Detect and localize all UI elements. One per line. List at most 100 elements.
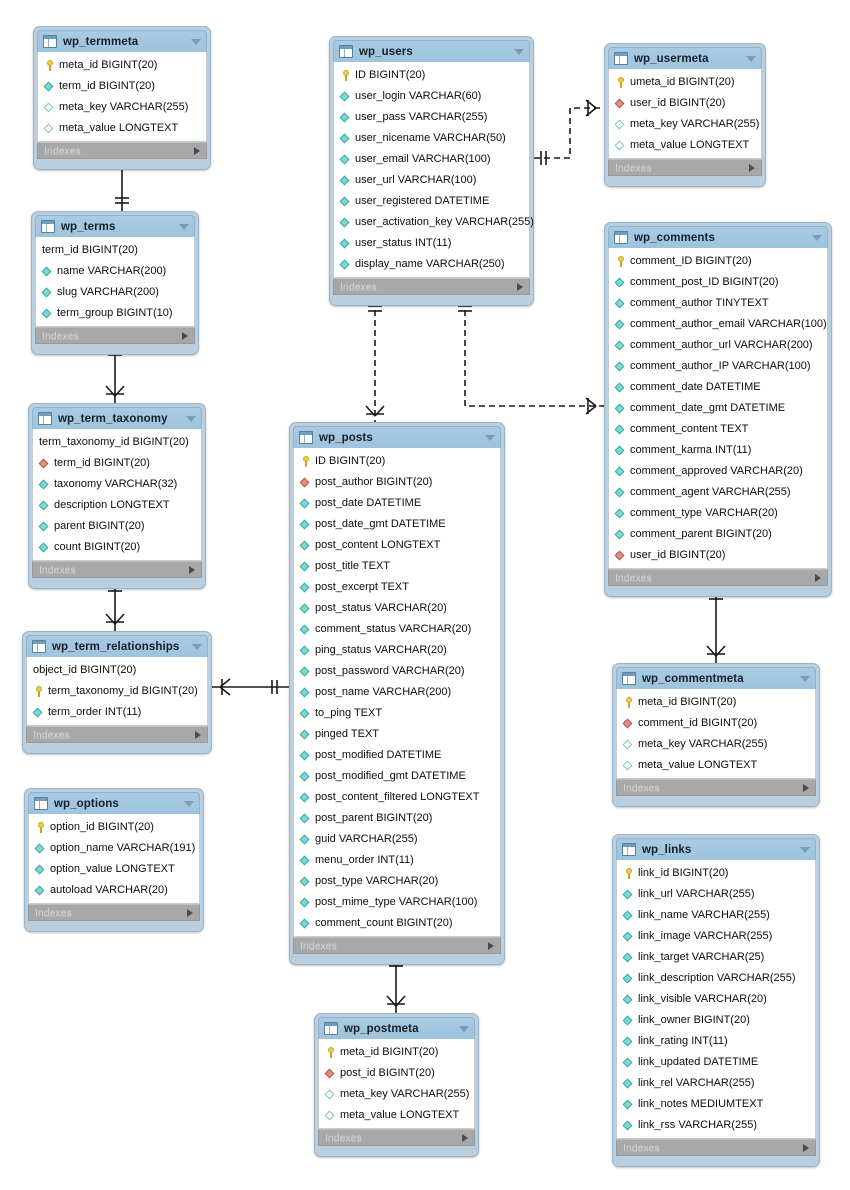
column-row[interactable]: post_password VARCHAR(20) <box>294 661 500 682</box>
column-row[interactable]: link_rating INT(11) <box>617 1031 815 1052</box>
column-row[interactable]: comment_parent BIGINT(20) <box>609 524 827 545</box>
column-row[interactable]: user_id BIGINT(20) <box>609 545 827 566</box>
column-row[interactable]: comment_approved VARCHAR(20) <box>609 461 827 482</box>
column-row[interactable]: object_id BIGINT(20) <box>27 660 207 681</box>
expand-right-arrow-icon[interactable] <box>187 908 193 917</box>
column-row[interactable]: option_value LONGTEXT <box>29 859 199 880</box>
column-row[interactable]: taxonomy VARCHAR(32) <box>33 474 201 495</box>
column-row[interactable]: menu_order INT(11) <box>294 850 500 871</box>
column-row[interactable]: comment_agent VARCHAR(255) <box>609 482 827 503</box>
column-row[interactable]: meta_id BIGINT(20) <box>38 55 206 76</box>
indexes-section-wp-commentmeta[interactable]: Indexes <box>616 779 816 796</box>
column-row[interactable]: pinged TEXT <box>294 724 500 745</box>
column-row[interactable]: term_order INT(11) <box>27 702 207 723</box>
column-row[interactable]: user_email VARCHAR(100) <box>334 149 529 170</box>
column-row[interactable]: user_pass VARCHAR(255) <box>334 107 529 128</box>
column-row[interactable]: meta_value LONGTEXT <box>617 755 815 776</box>
column-row[interactable]: link_owner BIGINT(20) <box>617 1010 815 1031</box>
column-row[interactable]: term_group BIGINT(10) <box>36 303 194 324</box>
chevron-down-icon[interactable] <box>186 415 196 422</box>
column-row[interactable]: parent BIGINT(20) <box>33 516 201 537</box>
column-row[interactable]: ID BIGINT(20) <box>334 65 529 86</box>
table-card-wp-users[interactable]: wp_users ID BIGINT(20)user_login VARCHAR(… <box>329 36 534 306</box>
column-row[interactable]: comment_type VARCHAR(20) <box>609 503 827 524</box>
column-row[interactable]: link_visible VARCHAR(20) <box>617 989 815 1010</box>
table-header-wp-usermeta[interactable]: wp_usermeta <box>608 47 762 69</box>
expand-right-arrow-icon[interactable] <box>182 331 188 340</box>
column-row[interactable]: post_modified DATETIME <box>294 745 500 766</box>
column-row[interactable]: term_id BIGINT(20) <box>38 76 206 97</box>
table-header-wp-termmeta[interactable]: wp_termmeta <box>37 30 207 52</box>
column-row[interactable]: meta_value LONGTEXT <box>319 1105 474 1126</box>
table-header-wp-options[interactable]: wp_options <box>28 792 200 814</box>
indexes-section-wp-posts[interactable]: Indexes <box>293 937 501 954</box>
column-row[interactable]: ID BIGINT(20) <box>294 451 500 472</box>
column-row[interactable]: comment_karma INT(11) <box>609 440 827 461</box>
table-header-wp-commentmeta[interactable]: wp_commentmeta <box>616 667 816 689</box>
table-card-wp-termmeta[interactable]: wp_termmeta meta_id BIGINT(20)term_id BIG… <box>33 26 211 170</box>
column-row[interactable]: post_status VARCHAR(20) <box>294 598 500 619</box>
table-card-wp-posts[interactable]: wp_posts ID BIGINT(20)post_author BIGINT(… <box>289 422 505 965</box>
column-row[interactable]: post_content_filtered LONGTEXT <box>294 787 500 808</box>
column-row[interactable]: term_taxonomy_id BIGINT(20) <box>33 432 201 453</box>
expand-right-arrow-icon[interactable] <box>815 573 821 582</box>
column-row[interactable]: to_ping TEXT <box>294 703 500 724</box>
column-row[interactable]: link_updated DATETIME <box>617 1052 815 1073</box>
column-row[interactable]: link_name VARCHAR(255) <box>617 905 815 926</box>
column-row[interactable]: post_name VARCHAR(200) <box>294 682 500 703</box>
chevron-down-icon[interactable] <box>746 55 756 62</box>
expand-right-arrow-icon[interactable] <box>194 146 200 155</box>
column-row[interactable]: guid VARCHAR(255) <box>294 829 500 850</box>
expand-right-arrow-icon[interactable] <box>189 565 195 574</box>
expand-right-arrow-icon[interactable] <box>517 282 523 291</box>
table-header-wp-users[interactable]: wp_users <box>333 40 530 62</box>
table-header-wp-terms[interactable]: wp_terms <box>35 215 195 237</box>
expand-right-arrow-icon[interactable] <box>488 941 494 950</box>
table-header-wp-postmeta[interactable]: wp_postmeta <box>318 1017 475 1039</box>
column-row[interactable]: meta_key VARCHAR(255) <box>609 114 761 135</box>
column-row[interactable]: meta_id BIGINT(20) <box>617 692 815 713</box>
column-row[interactable]: term_id BIGINT(20) <box>36 240 194 261</box>
expand-right-arrow-icon[interactable] <box>803 783 809 792</box>
chevron-down-icon[interactable] <box>179 223 189 230</box>
column-row[interactable]: comment_id BIGINT(20) <box>617 713 815 734</box>
column-row[interactable]: user_url VARCHAR(100) <box>334 170 529 191</box>
column-row[interactable]: post_author BIGINT(20) <box>294 472 500 493</box>
column-row[interactable]: ping_status VARCHAR(20) <box>294 640 500 661</box>
column-row[interactable]: meta_key VARCHAR(255) <box>617 734 815 755</box>
indexes-section-wp-postmeta[interactable]: Indexes <box>318 1129 475 1146</box>
table-header-wp-links[interactable]: wp_links <box>616 838 816 860</box>
chevron-down-icon[interactable] <box>459 1025 469 1032</box>
column-row[interactable]: comment_ID BIGINT(20) <box>609 251 827 272</box>
column-row[interactable]: user_login VARCHAR(60) <box>334 86 529 107</box>
column-row[interactable]: term_taxonomy_id BIGINT(20) <box>27 681 207 702</box>
table-header-wp-posts[interactable]: wp_posts <box>293 426 501 448</box>
expand-right-arrow-icon[interactable] <box>803 1143 809 1152</box>
column-row[interactable]: comment_status VARCHAR(20) <box>294 619 500 640</box>
column-row[interactable]: description LONGTEXT <box>33 495 201 516</box>
column-row[interactable]: umeta_id BIGINT(20) <box>609 72 761 93</box>
column-row[interactable]: meta_key VARCHAR(255) <box>38 97 206 118</box>
column-row[interactable]: post_date DATETIME <box>294 493 500 514</box>
expand-right-arrow-icon[interactable] <box>462 1133 468 1142</box>
column-row[interactable]: link_image VARCHAR(255) <box>617 926 815 947</box>
column-row[interactable]: post_content LONGTEXT <box>294 535 500 556</box>
column-row[interactable]: comment_post_ID BIGINT(20) <box>609 272 827 293</box>
column-row[interactable]: comment_author_email VARCHAR(100) <box>609 314 827 335</box>
column-row[interactable]: post_id BIGINT(20) <box>319 1063 474 1084</box>
column-row[interactable]: slug VARCHAR(200) <box>36 282 194 303</box>
table-header-wp-term-relationships[interactable]: wp_term_relationships <box>26 635 208 657</box>
table-card-wp-usermeta[interactable]: wp_usermeta umeta_id BIGINT(20)user_id BI… <box>604 43 766 187</box>
column-row[interactable]: link_description VARCHAR(255) <box>617 968 815 989</box>
column-row[interactable]: user_id BIGINT(20) <box>609 93 761 114</box>
chevron-down-icon[interactable] <box>184 800 194 807</box>
indexes-section-wp-options[interactable]: Indexes <box>28 904 200 921</box>
column-row[interactable]: link_rss VARCHAR(255) <box>617 1115 815 1136</box>
chevron-down-icon[interactable] <box>812 234 822 241</box>
indexes-section-wp-usermeta[interactable]: Indexes <box>608 159 762 176</box>
column-row[interactable]: comment_author_IP VARCHAR(100) <box>609 356 827 377</box>
column-row[interactable]: post_date_gmt DATETIME <box>294 514 500 535</box>
column-row[interactable]: user_activation_key VARCHAR(255) <box>334 212 534 233</box>
column-row[interactable]: option_name VARCHAR(191) <box>29 838 199 859</box>
